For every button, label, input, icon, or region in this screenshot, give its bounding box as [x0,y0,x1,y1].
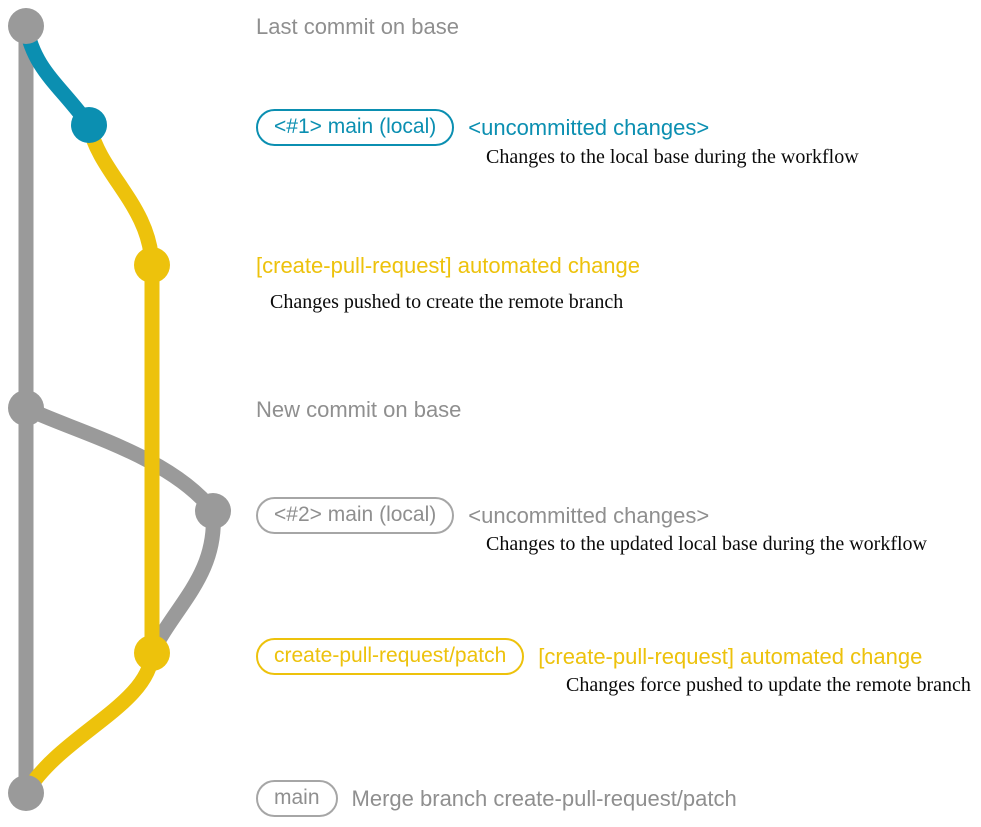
row-local-main-1: <#1> main (local) <uncommitted changes> [256,109,709,146]
description-automated-change-update: Changes force pushed to update the remot… [566,674,971,696]
edge-base-to-local2 [18,400,221,519]
node-local-2[interactable] [195,493,231,529]
description-local-main-1: Changes to the local base during the wor… [486,146,859,168]
description-automated-change-create: Changes pushed to create the remote bran… [270,291,624,313]
node-patch-2[interactable] [134,635,170,671]
node-local-1[interactable] [71,107,107,143]
ref-pill-create-pull-request-patch[interactable]: create-pull-request/patch [256,638,525,675]
edge-local2-to-patch2 [144,503,221,661]
commit-message-local-main-2: <uncommitted changes> [468,502,710,528]
row-merge-commit: main Merge branch create-pull-request/pa… [256,780,737,817]
commit-message-merge-commit: Merge branch create-pull-request/patch [351,785,737,811]
description-local-main-2: Changes to the updated local base during… [486,533,927,555]
edge-patch2-to-merge [18,645,160,801]
commit-message-last-commit-on-base: Last commit on base [256,14,459,39]
commit-message-new-commit-on-base: New commit on base [256,397,462,422]
ref-pill-local-main-1[interactable]: <#1> main (local) [256,109,455,146]
commit-message-automated-change-update: [create-pull-request] automated change [538,643,923,669]
node-base-new[interactable] [8,390,44,426]
commit-message-local-main-1: <uncommitted changes> [468,114,710,140]
node-merge[interactable] [8,775,44,811]
edge-local1-to-patch1 [81,117,160,273]
node-patch-1[interactable] [134,247,170,283]
ref-pill-local-main-2[interactable]: <#2> main (local) [256,497,455,534]
node-base-last[interactable] [8,8,44,44]
row-local-main-2: <#2> main (local) <uncommitted changes> [256,497,709,534]
commit-message-automated-change-create: [create-pull-request] automated change [256,253,641,278]
row-automated-change-update: create-pull-request/patch [create-pull-r… [256,638,922,675]
ref-pill-main[interactable]: main [256,780,338,817]
